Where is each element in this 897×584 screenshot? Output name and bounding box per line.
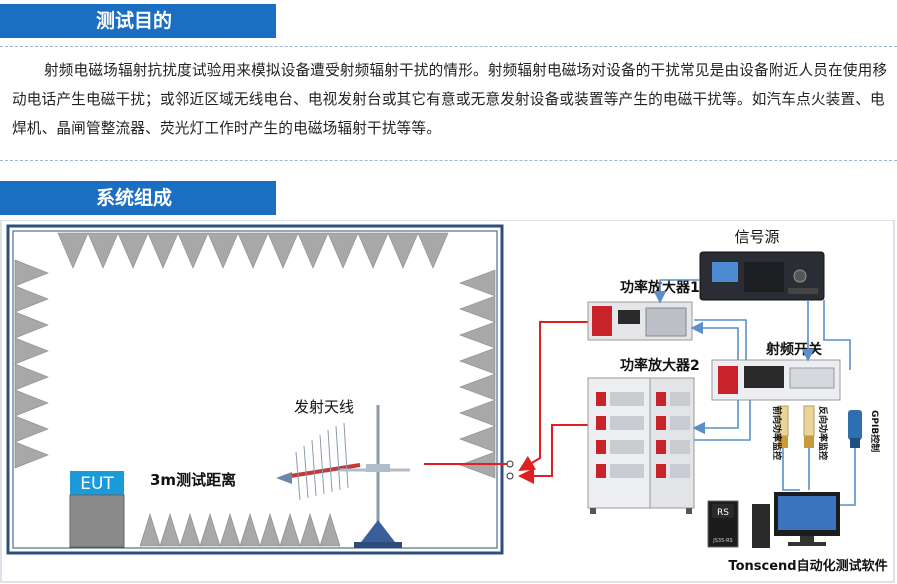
- reverse-monitor-label: 反向功率监控: [817, 406, 829, 460]
- rf-line-amp1: [518, 321, 588, 472]
- forward-power-monitor: [777, 405, 789, 448]
- purpose-paragraph: 射频电磁场辐射抗扰度试验用来模拟设备遭受射频辐射干扰的情形。射频辐射电磁场对设备…: [12, 62, 888, 137]
- amp2-label: 功率放大器2: [620, 357, 700, 374]
- software-logo-box: RS JS35-RS: [707, 500, 739, 548]
- power-amplifier-1: [587, 301, 693, 341]
- eut-label-box: [70, 471, 124, 495]
- software-box-text: RS: [717, 508, 729, 518]
- rf-switch-label: 射频开关: [765, 341, 822, 358]
- control-computer: [752, 492, 840, 548]
- divider: [0, 46, 897, 47]
- diagram-frame: [0, 220, 895, 583]
- floor-absorbers: [139, 512, 341, 547]
- power-amplifier-2: [587, 377, 695, 514]
- eut-label: EUT: [80, 474, 114, 494]
- control-lines: [653, 279, 856, 506]
- divider: [0, 160, 897, 161]
- software-box-subtext: JS35-RS: [712, 538, 732, 544]
- antenna-label: 发射天线: [294, 398, 354, 416]
- signal-source: [699, 251, 825, 301]
- gpib-label: GPIB控制: [869, 410, 881, 452]
- chamber-inner-wall: [12, 230, 498, 549]
- rf-line-amp2: [518, 424, 588, 484]
- section-header-purpose: 测试目的: [0, 4, 276, 38]
- software-label: Tonscend自动化测试软件: [728, 558, 887, 574]
- rf-switch: [711, 359, 841, 401]
- gpib-adapter: [848, 410, 862, 448]
- section-header-system: 系统组成: [0, 181, 276, 215]
- distance-label: 3m测试距离: [150, 471, 236, 489]
- forward-monitor-label: 前向功率监控: [771, 406, 783, 460]
- left-wall-absorbers: [14, 259, 49, 469]
- eut-device: [69, 494, 125, 548]
- ceiling-absorbers: [57, 232, 449, 269]
- connector-port: [506, 472, 514, 480]
- reverse-power-monitor: [803, 405, 815, 448]
- system-diagram: EUT 3m测试距离 发射天线 信号源 功率放大器1: [0, 220, 895, 583]
- signal-source-label: 信号源: [734, 228, 779, 246]
- transmit-antenna: [276, 405, 410, 548]
- right-wall-absorbers: [459, 269, 496, 479]
- connector-port: [506, 460, 514, 468]
